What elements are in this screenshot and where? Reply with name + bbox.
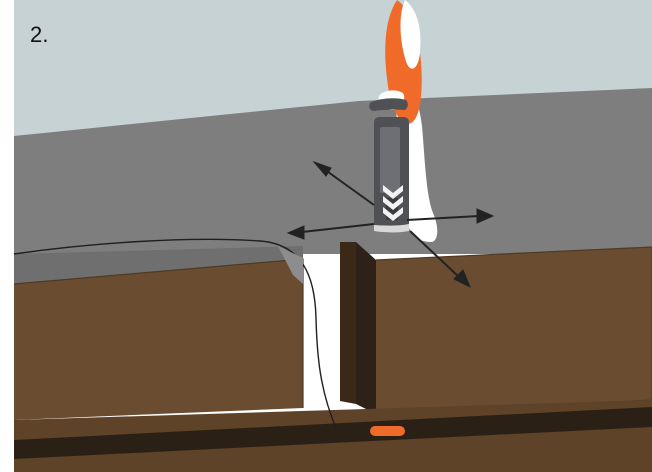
pipe-marker [370,426,405,436]
step-label: 2. [30,22,49,47]
left-bevel [278,246,303,284]
ground-surface [14,88,652,254]
trench-wall-shade [340,242,356,404]
underground-pipe [14,407,652,459]
double-arrow-icon [286,160,495,289]
left-soil-block [14,259,303,420]
trench-wall-left [356,242,376,414]
signal-cable [13,238,337,429]
person-shirt-highlight [400,0,421,69]
chevron-icon [383,185,403,221]
right-soil-block [376,247,652,414]
